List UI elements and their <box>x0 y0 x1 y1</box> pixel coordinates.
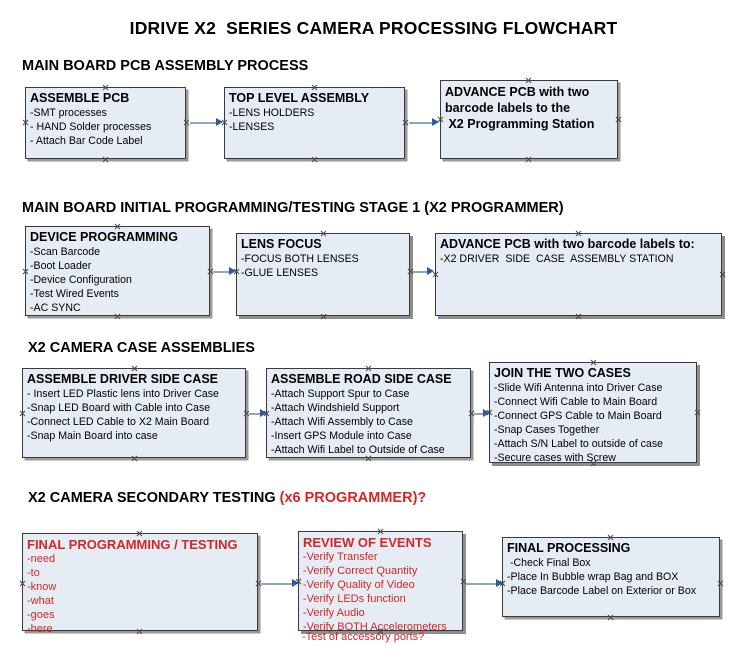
connector-arrowhead <box>432 118 439 126</box>
node-final-programming-testing[interactable]: FINAL PROGRAMMING / TESTING -need -to -k… <box>22 533 258 635</box>
node-line: -know <box>27 581 57 593</box>
node-title: ASSEMBLE DRIVER SIDE CASE <box>27 372 219 386</box>
connector-arrowhead <box>260 409 267 417</box>
node-title: ADVANCE PCB with two barcode labels to: <box>440 237 695 251</box>
node-line: -Check Final Box <box>507 557 591 569</box>
node-line: - HAND Solder processes <box>30 121 152 133</box>
node-line: -Connect Wifi Cable to Main Board <box>494 396 658 408</box>
node-line: -Test Wired Events <box>30 288 119 300</box>
node-line: -Verify Audio <box>303 607 365 619</box>
node-line: -LENSES <box>229 121 275 133</box>
connector-line <box>249 413 262 415</box>
node-overflow-line: -Test of accessory ports? <box>302 631 425 643</box>
section-heading-main-board-pcb-assembly: MAIN BOARD PCB ASSEMBLY PROCESS <box>22 58 309 74</box>
connector-line <box>413 271 429 273</box>
section-heading-x2-camera-case-assemblies: X2 CAMERA CASE ASSEMBLIES <box>28 340 255 356</box>
connector-line <box>213 271 231 273</box>
node-line: -Place In Bubble wrap Bag and BOX <box>507 571 679 583</box>
node-title: ASSEMBLE PCB <box>30 91 130 105</box>
node-title: LENS FOCUS <box>241 237 322 251</box>
node-assemble-pcb[interactable]: ASSEMBLE PCB -SMT processes - HAND Solde… <box>25 87 186 159</box>
node-line: -Attach Wifi Assembly to Case <box>271 416 413 428</box>
connector-arrowhead <box>216 118 223 126</box>
node-line: -Snap LED Board with Cable into Case <box>27 402 211 414</box>
connector-line <box>409 122 434 124</box>
section-heading-text: X2 CAMERA SECONDARY TESTING <box>28 490 280 506</box>
node-line: -Place Barcode Label on Exterior or Box <box>507 585 697 597</box>
node-title: ASSEMBLE ROAD SIDE CASE <box>271 372 452 386</box>
node-line: -Secure cases with Screw <box>494 452 616 464</box>
node-join-the-two-cases[interactable]: JOIN THE TWO CASES -Slide Wifi Antenna i… <box>489 362 697 464</box>
node-line: -goes <box>27 609 55 621</box>
connector-line <box>474 413 485 415</box>
node-review-of-events[interactable]: REVIEW OF EVENTS -Verify Transfer -Verif… <box>298 531 463 633</box>
node-line: -Insert GPS Module into Case <box>271 430 412 442</box>
node-line: -need <box>27 553 56 565</box>
node-advance-pcb-driver-side-case[interactable]: ADVANCE PCB with two barcode labels to: … <box>435 233 722 316</box>
connector-arrowhead <box>427 267 434 275</box>
node-title: TOP LEVEL ASSEMBLY <box>229 91 370 105</box>
section-heading-main-board-initial-programming: MAIN BOARD INITIAL PROGRAMMING/TESTING S… <box>22 200 564 216</box>
node-line: -Slide Wifi Antenna into Driver Case <box>494 382 663 394</box>
connector-arrowhead <box>229 267 236 275</box>
node-line: -Attach S/N Label to outside of case <box>494 438 664 450</box>
node-line: -LENS HOLDERS <box>229 107 315 119</box>
node-line: -Verify Correct Quantity <box>303 565 418 577</box>
connector-arrowhead <box>292 579 299 587</box>
node-line: -Verify BOTH Accelerometers <box>303 621 447 633</box>
node-line: -Device Configuration <box>30 274 132 286</box>
node-title: JOIN THE TWO CASES <box>494 366 631 380</box>
section-heading-accent: (x6 PROGRAMMER)? <box>279 490 427 506</box>
node-line: -FOCUS BOTH LENSES <box>241 253 359 265</box>
node-final-processing[interactable]: FINAL PROCESSING -Check Final Box -Place… <box>502 537 720 617</box>
node-line: - Insert LED Plastic lens into Driver Ca… <box>27 388 219 400</box>
node-line: -GLUE LENSES <box>241 267 319 279</box>
node-line: -Connect LED Cable to X2 Main Board <box>27 416 209 428</box>
node-title: FINAL PROGRAMMING / TESTING <box>27 537 238 552</box>
node-line: -Snap Main Board into case <box>27 430 158 442</box>
page-title: IDRIVE X2 SERIES CAMERA PROCESSING FLOWC… <box>129 18 618 38</box>
node-line: -Attach Wifi Label to Outside of Case <box>271 444 445 456</box>
connector-line <box>261 583 294 585</box>
connector-line <box>190 122 218 124</box>
node-line: -Boot Loader <box>30 260 92 272</box>
node-top-level-assembly[interactable]: TOP LEVEL ASSEMBLY -LENS HOLDERS -LENSES <box>224 87 405 159</box>
node-line: -AC SYNC <box>30 302 81 314</box>
node-line: -Verify Quality of Video <box>303 579 415 591</box>
node-line: -X2 DRIVER SIDE CASE ASSEMBLY STATION <box>440 253 674 265</box>
node-line: -SMT processes <box>30 107 107 119</box>
node-line: - Attach Bar Code Label <box>30 135 143 147</box>
node-line: -Scan Barcode <box>30 246 101 258</box>
node-assemble-driver-side-case[interactable]: ASSEMBLE DRIVER SIDE CASE - Insert LED P… <box>22 368 246 458</box>
node-title: DEVICE PROGRAMMING <box>30 230 178 244</box>
node-line: -to <box>27 567 40 579</box>
node-title: REVIEW OF EVENTS <box>303 535 432 550</box>
node-advance-pcb-x2-programming-station[interactable]: ADVANCE PCB with two barcode labels to t… <box>440 80 618 159</box>
node-line: -Connect GPS Cable to Main Board <box>494 410 662 422</box>
connector-arrowhead <box>483 409 490 417</box>
node-line: -Attach Windshield Support <box>271 402 400 414</box>
node-title: FINAL PROCESSING <box>507 541 631 555</box>
section-heading-x2-camera-secondary-testing: X2 CAMERA SECONDARY TESTING (x6 PROGRAMM… <box>28 490 426 506</box>
node-line: -Attach Support Spur to Case <box>271 388 410 400</box>
connector-arrowhead <box>496 579 503 587</box>
node-line: -Verify Transfer <box>303 551 378 563</box>
node-line: -Verify LEDs function <box>303 593 406 605</box>
node-line: -what <box>27 595 54 607</box>
node-title: ADVANCE PCB with two barcode labels to t… <box>445 85 595 131</box>
node-device-programming[interactable]: DEVICE PROGRAMMING -Scan Barcode -Boot L… <box>25 226 210 316</box>
node-lens-focus[interactable]: LENS FOCUS -FOCUS BOTH LENSES -GLUE LENS… <box>236 233 410 316</box>
node-assemble-road-side-case[interactable]: ASSEMBLE ROAD SIDE CASE -Attach Support … <box>266 368 471 458</box>
connector-line <box>466 583 498 585</box>
node-line: -Snap Cases Together <box>494 424 600 436</box>
node-line: -here <box>27 623 53 635</box>
